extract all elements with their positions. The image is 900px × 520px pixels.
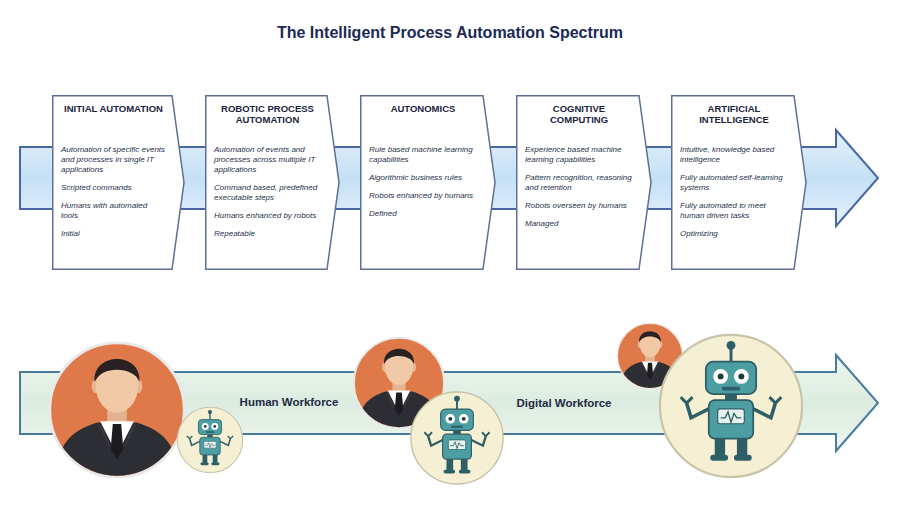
- stage-feature: Humans enhanced by robots: [214, 211, 321, 221]
- stage-feature: Command based, predefined executable ste…: [214, 183, 321, 203]
- stage-chevron: INITIAL AUTOMATION Automation of specific…: [52, 95, 184, 270]
- stage-heading: ARTIFICIAL INTELLIGENCE: [680, 103, 788, 137]
- stage-feature: Managed: [525, 219, 633, 229]
- stage-feature: Optimizing: [680, 229, 788, 239]
- stage-heading: COGNITIVE COMPUTING: [525, 103, 633, 137]
- robot-icon: [177, 407, 242, 472]
- human-icon: [50, 343, 184, 483]
- diagram-title: The Intelligent Process Automation Spect…: [0, 24, 900, 42]
- chevron-outline: [52, 95, 184, 270]
- stage-feature: Rule based machine learning capabilities: [369, 145, 477, 165]
- stage-chevron: AUTONOMICS Rule based machine learning ca…: [360, 95, 495, 270]
- workforce-label: Digital Workforce: [517, 397, 612, 409]
- stage-heading: ROBOTIC PROCESS AUTOMATION: [214, 103, 321, 137]
- stage-feature: Algorithmic business rules: [369, 173, 477, 183]
- robot-icon: [411, 392, 503, 484]
- stage-feature: Automation of events and processes acros…: [214, 145, 321, 175]
- stage-heading: INITIAL AUTOMATION: [61, 103, 166, 137]
- stage-feature: Scripted commands: [61, 183, 166, 193]
- stage-feature: Robots overseen by humans: [525, 201, 633, 211]
- stage-feature: Pattern recognition, reasoning and reten…: [525, 173, 633, 193]
- stage-feature: Experience based machine learning capabi…: [525, 145, 633, 165]
- stage-feature: Repeatable: [214, 229, 321, 239]
- stage-feature: Robots enhanced by humans: [369, 191, 477, 201]
- stage-heading: AUTONOMICS: [369, 103, 477, 137]
- stage-chevron: COGNITIVE COMPUTING Experience based mach…: [516, 95, 651, 270]
- stage-feature: Initial: [61, 229, 166, 239]
- stage-chevron: ARTIFICIAL INTELLIGENCE Intuitive, knowle…: [671, 95, 806, 270]
- stage-feature: Intuitive, knowledge based intelligence: [680, 145, 788, 165]
- stage-feature: Automation of specific events and proces…: [61, 145, 166, 175]
- stage-feature: Fully automated self-learning systems: [680, 173, 788, 193]
- stage-feature: Humans with automated tools: [61, 201, 166, 221]
- stage-chevron: ROBOTIC PROCESS AUTOMATION Automation of …: [205, 95, 339, 270]
- stage-feature: Defined: [369, 209, 477, 219]
- stage-feature: Fully automated to meet human driven tas…: [680, 201, 788, 221]
- workforce-label: Human Workforce: [240, 396, 339, 408]
- chevron-outline: [360, 95, 495, 270]
- robot-icon: [660, 335, 802, 477]
